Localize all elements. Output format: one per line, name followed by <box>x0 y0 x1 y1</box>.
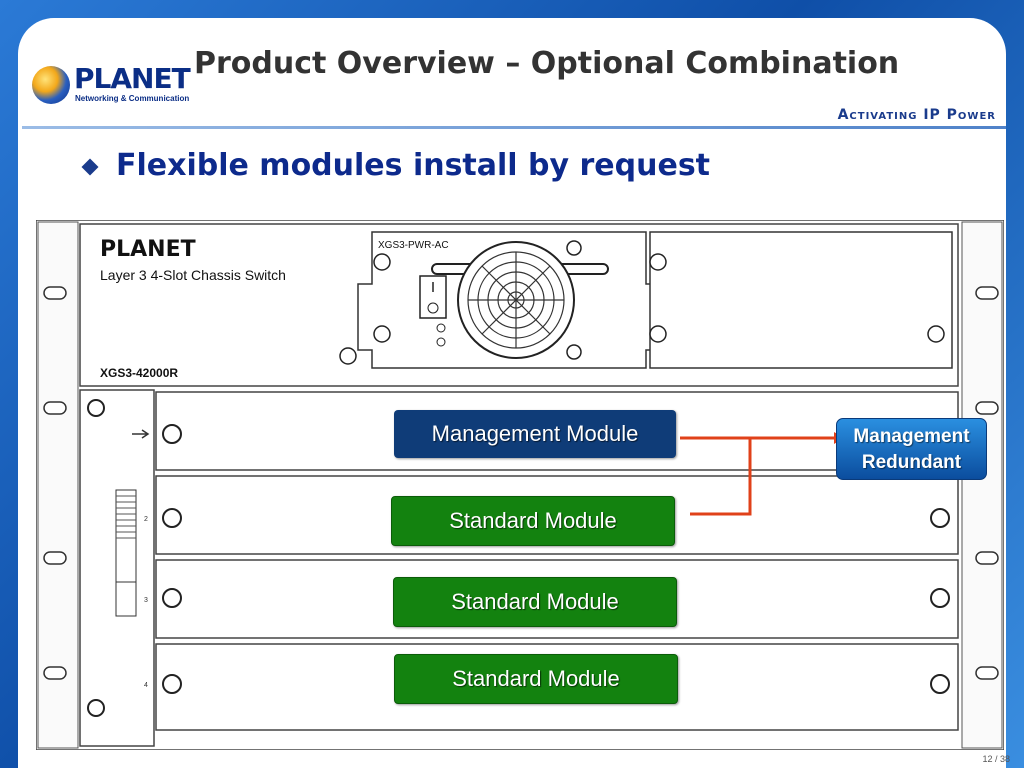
redundant-line2: Redundant <box>861 452 962 473</box>
globe-icon <box>32 66 70 104</box>
power-label: XGS3-PWR-AC <box>378 240 449 251</box>
bullet-text: Flexible modules install by request <box>116 148 711 183</box>
chassis-brand: PLANET <box>100 237 196 262</box>
chassis-description: Layer 3 4-Slot Chassis Switch <box>100 267 286 283</box>
slot-number-2: 2 <box>144 516 148 523</box>
chassis-diagram: PLANET Layer 3 4-Slot Chassis Switch XGS… <box>36 220 1004 750</box>
slot-number-3: 3 <box>144 597 148 604</box>
logo-subtitle: Networking & Communication <box>75 94 190 103</box>
slide-title: Product Overview – Optional Combination <box>194 46 900 81</box>
standard-module-label-1: Standard Module <box>391 496 675 546</box>
management-redundant-callout: Management Redundant <box>836 418 987 480</box>
management-module-label: Management Module <box>394 410 676 458</box>
slot-number-4: 4 <box>144 682 148 689</box>
title-divider <box>22 126 1006 129</box>
standard-module-label-3: Standard Module <box>394 654 678 704</box>
slide-tagline: Activating IP Power <box>837 107 996 123</box>
standard-module-label-2: Standard Module <box>393 577 677 627</box>
planet-logo: PLANET Networking & Communication <box>32 64 191 108</box>
page-number: 12 / 38 <box>982 754 1010 764</box>
logo-wordmark: PLANET <box>74 62 191 95</box>
redundant-line1: Management <box>853 426 970 447</box>
chassis-model: XGS3-42000R <box>100 366 178 380</box>
